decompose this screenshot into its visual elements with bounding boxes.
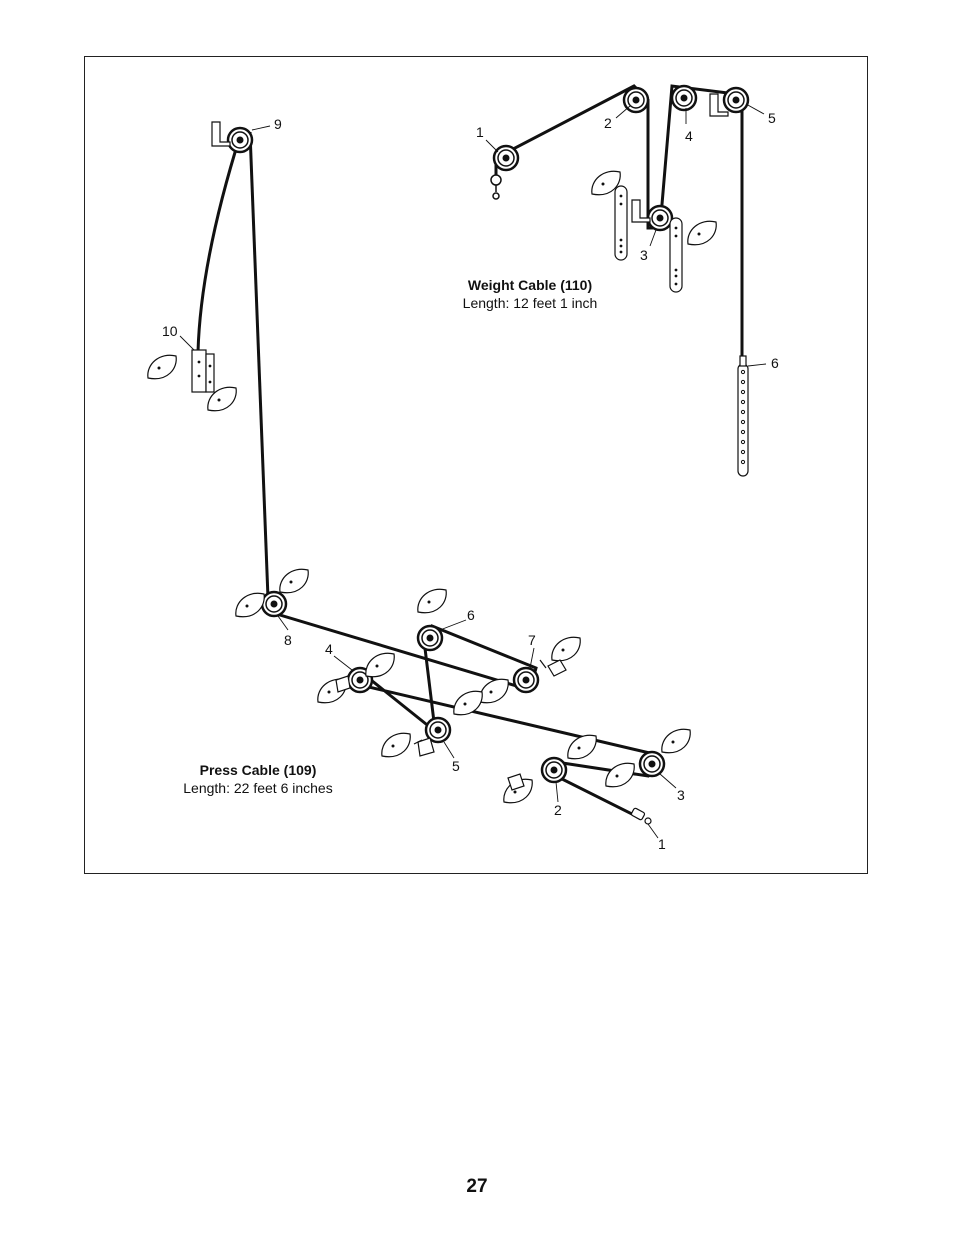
side-plates-weight (147, 170, 717, 412)
press-callout-7: 7 (528, 632, 536, 648)
press-callout-8: 8 (284, 632, 292, 648)
cable-hook (490, 174, 502, 200)
press-callout-5: 5 (452, 758, 460, 774)
weight-callout-5: 5 (768, 110, 776, 126)
press-callout-4: 4 (325, 641, 333, 657)
press-cable-end (630, 807, 652, 825)
diagram-frame (84, 56, 868, 874)
weight-cable-length: Length: 12 feet 1 inch (462, 295, 598, 311)
press-callout-6: 6 (467, 607, 475, 623)
press-callout-labels: 8 6 7 4 5 3 2 1 (284, 607, 685, 852)
weight-callout-2: 2 (604, 115, 612, 131)
weight-callout-4: 4 (685, 128, 693, 144)
weight-callout-10: 10 (162, 323, 178, 339)
press-callout-1: 1 (658, 836, 666, 852)
weight-callout-1: 1 (476, 124, 484, 140)
press-callout-2: 2 (554, 802, 562, 818)
press-leaders (277, 615, 677, 839)
press-cable-length: Length: 22 feet 6 inches (183, 780, 333, 796)
weight-leaders (179, 103, 767, 367)
press-cable-caption: Press Cable (109) Length: 22 feet 6 inch… (160, 761, 356, 797)
weight-callout-3: 3 (640, 247, 648, 263)
selector-rod-holes (740, 369, 746, 465)
weight-cable-caption: Weight Cable (110) Length: 12 feet 1 inc… (440, 276, 620, 312)
weight-callout-6: 6 (771, 355, 779, 371)
weight-callout-labels: 1 2 3 4 5 6 9 10 (162, 110, 779, 371)
weight-cable-title: Weight Cable (110) (467, 277, 593, 293)
slotted-plates (191, 185, 683, 393)
press-cable-title: Press Cable (109) (199, 762, 317, 778)
weight-cable (196, 84, 744, 599)
press-brackets (335, 659, 567, 791)
weight-callout-9: 9 (274, 116, 282, 132)
page-number: 27 (466, 1176, 488, 1197)
pulley-brackets (211, 93, 729, 223)
press-callout-3: 3 (677, 787, 685, 803)
plate-holes (197, 194, 678, 384)
